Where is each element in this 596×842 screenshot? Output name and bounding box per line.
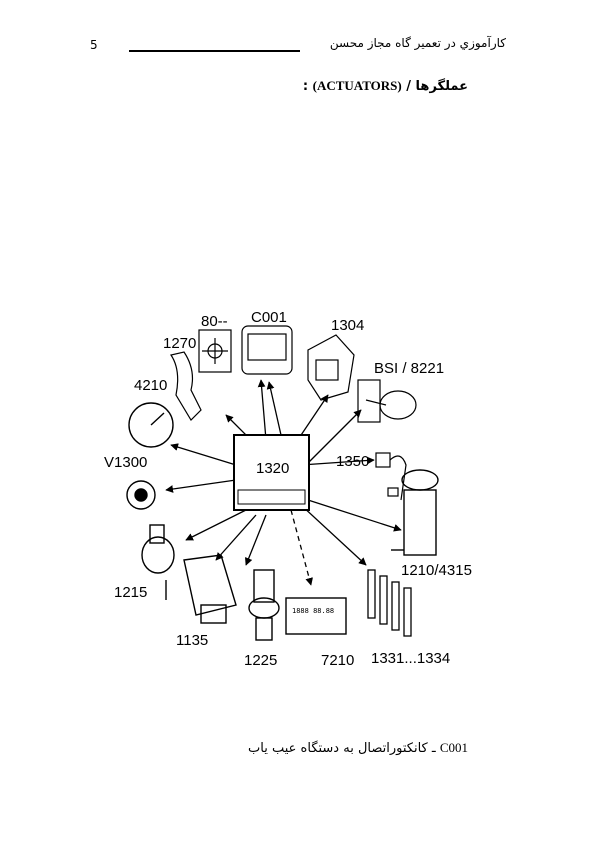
ecu-1320 <box>233 434 310 511</box>
page-number: 5 <box>90 38 98 52</box>
injector-rail-1135-icon <box>183 554 237 624</box>
section-heading: عملگرها / (ACTUATORS) : <box>302 78 468 94</box>
figure-caption: C001 ـ کانکتوراتصال به دستگاه عیب یاب <box>248 740 468 756</box>
label-bsi: BSI / 8221 <box>374 360 444 377</box>
hose-1270-icon <box>170 351 202 421</box>
display-text: 1888 88.88 <box>292 607 334 615</box>
actuators-diagram-svg: 1320 80-- C001 1304 1270 BSI / 8221 <box>104 309 472 669</box>
label-1135: 1135 <box>176 632 208 649</box>
connection-arrows <box>165 379 402 586</box>
label-1350: 1350 <box>336 453 369 470</box>
caption-code: C001 <box>439 740 468 755</box>
ecu-label: 1320 <box>256 460 289 477</box>
label-1304: 1304 <box>331 317 364 334</box>
actuators-diagram: 1320 80-- C001 1304 1270 BSI / 8221 <box>96 300 496 680</box>
header-title: کارآموزي در تعمير گاه مجاز محسن <box>329 36 506 50</box>
label-80: 80-- <box>201 313 228 330</box>
caption-separator: ـ <box>431 741 436 756</box>
motor-1225-icon <box>248 569 280 641</box>
label-1210: 1210/4315 <box>401 562 472 579</box>
heading-en: (ACTUATORS) <box>312 78 402 93</box>
caption-text: کانکتوراتصال به دستگاه عیب یاب <box>248 741 428 756</box>
gauge-4210-icon <box>128 402 174 448</box>
label-7210: 7210 <box>321 652 354 669</box>
bsi-8221-icon <box>357 379 417 423</box>
module-1304-icon <box>307 334 355 401</box>
pump-1210-icon <box>391 469 439 556</box>
label-4210: 4210 <box>134 377 167 394</box>
canister-1215-icon <box>141 524 175 600</box>
label-1331: 1331...1334 <box>371 650 450 667</box>
heading-suffix: : <box>302 79 309 94</box>
label-v1300: V1300 <box>104 454 147 471</box>
coils-1331-icon <box>367 569 412 637</box>
sensor-1350-icon <box>375 452 407 501</box>
relay-80-icon <box>198 329 232 373</box>
label-c001: C001 <box>251 309 287 326</box>
valve-v1300-icon <box>126 480 156 510</box>
label-1270: 1270 <box>163 335 196 352</box>
heading-fa: عملگرها <box>415 79 468 94</box>
display-7210-icon <box>285 597 347 635</box>
connector-c001-icon <box>241 325 293 375</box>
label-1215: 1215 <box>114 584 147 601</box>
header-rule <box>129 50 300 52</box>
label-1225: 1225 <box>244 652 277 669</box>
